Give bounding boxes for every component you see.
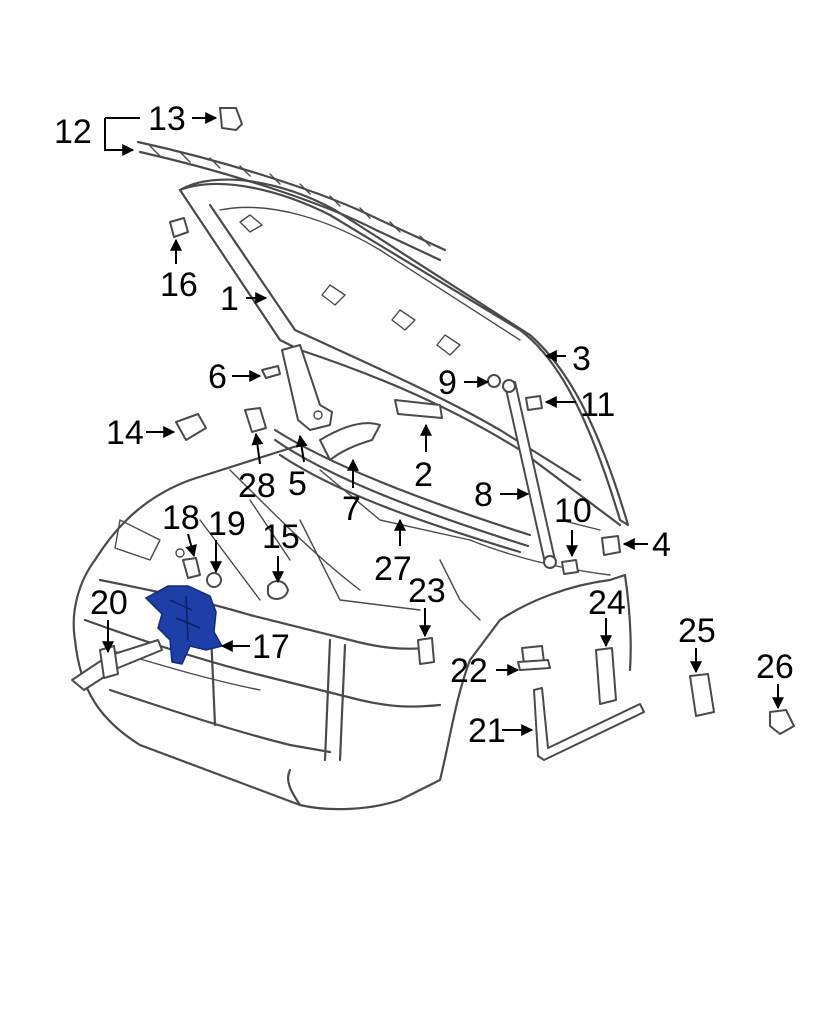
callout-25: 25 (678, 612, 716, 650)
callout-21: 21 (468, 712, 506, 750)
callout-10: 10 (554, 492, 592, 530)
callout-6: 6 (208, 358, 227, 396)
hood-hinge (281, 344, 333, 431)
vehicle-body (72, 443, 632, 811)
part-28-buffer (244, 407, 267, 433)
callout-28: 28 (238, 467, 276, 505)
part-24-holder (595, 647, 617, 705)
part-19-nut (206, 572, 222, 588)
hood-weatherstrip (136, 140, 447, 262)
callout-5: 5 (288, 465, 307, 503)
part-15-plug (267, 580, 289, 600)
callout-17: 17 (252, 628, 290, 666)
part-21-prop-rod (533, 687, 645, 761)
callout-12: 12 (54, 113, 92, 151)
part-18-clip (175, 548, 201, 579)
hood-panel (178, 178, 630, 527)
callout-13: 13 (148, 100, 186, 138)
cowl-panel (319, 422, 381, 461)
part-22-bolt (517, 645, 551, 671)
part-10-ball-stud (561, 559, 579, 575)
part-16-bumper (169, 217, 189, 238)
callout-1: 1 (220, 280, 239, 318)
callout-18: 18 (162, 499, 200, 537)
part-6-bolt (261, 365, 281, 379)
part-4-clip (601, 535, 621, 556)
callout-27: 27 (374, 550, 412, 588)
callout-8: 8 (474, 476, 493, 514)
callout-2: 2 (414, 456, 433, 494)
part-23-clip (417, 637, 435, 665)
callout-23: 23 (408, 572, 446, 610)
callout-7: 7 (342, 490, 361, 528)
callout-3: 3 (572, 340, 591, 378)
callout-19: 19 (208, 505, 246, 543)
callout-15: 15 (262, 518, 300, 556)
part-9-nut (487, 374, 501, 388)
hood-latch-highlighted (144, 585, 224, 665)
callout-16: 16 (160, 266, 198, 304)
part-20-release-handle (71, 639, 163, 691)
callout-11: 11 (580, 386, 615, 424)
part-13-clip (219, 107, 243, 131)
callout-4: 4 (652, 526, 671, 564)
callout-22: 22 (450, 652, 488, 690)
part-26-grommet (769, 709, 795, 735)
part-25-holder (689, 673, 715, 717)
callout-26: 26 (756, 648, 794, 686)
callout-labels: 12 13 16 1 6 14 28 5 7 2 3 9 11 8 10 4 1… (54, 100, 794, 750)
leader-lines (102, 112, 784, 736)
callout-14: 14 (106, 414, 144, 452)
callout-24: 24 (588, 584, 626, 622)
hood-gas-strut (502, 379, 557, 569)
callout-20: 20 (90, 584, 128, 622)
part-11-ball-stud (525, 395, 543, 411)
part-14-stop (175, 413, 207, 441)
callout-9: 9 (438, 364, 457, 402)
